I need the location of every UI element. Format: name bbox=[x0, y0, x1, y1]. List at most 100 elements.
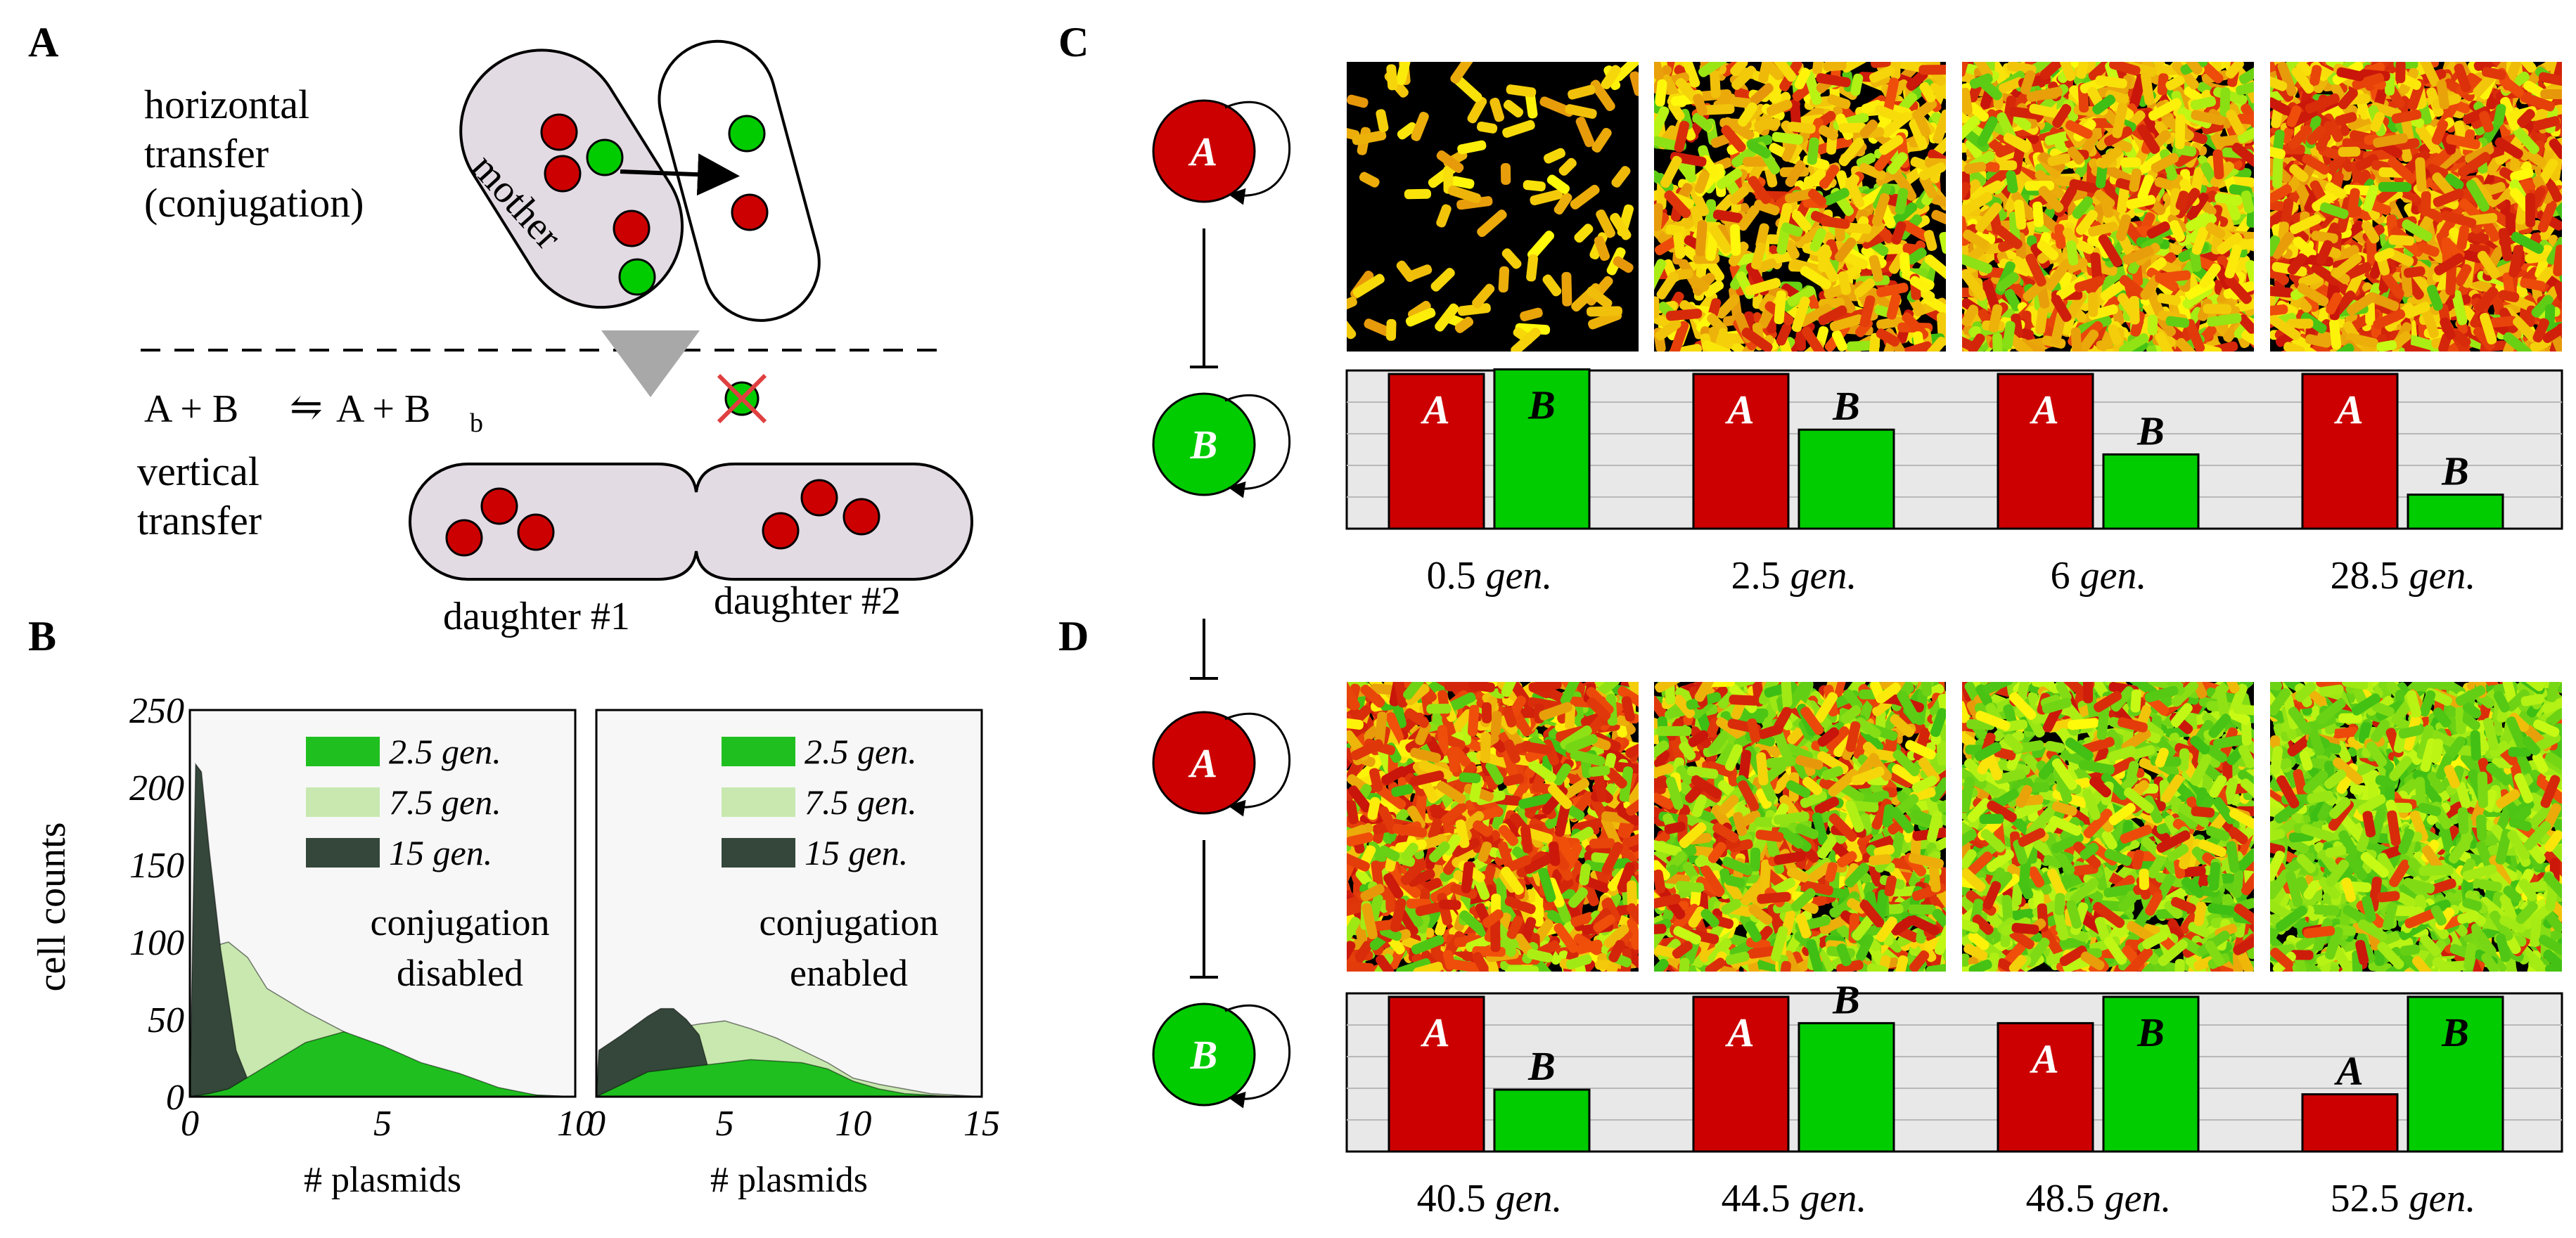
plasmid-a bbox=[480, 487, 518, 525]
transfer-arrow bbox=[620, 153, 740, 196]
generation-label: 28.5 gen. bbox=[2331, 554, 2476, 598]
bar-a bbox=[2301, 373, 2399, 530]
circuit-node bbox=[1152, 711, 1256, 815]
bar-label-b: B bbox=[1527, 1043, 1556, 1089]
annotation-line1: conjugation bbox=[371, 901, 550, 943]
bar-label-a: A bbox=[1421, 387, 1450, 432]
horizontal-transfer-line1: horizontal bbox=[144, 82, 309, 127]
daughter-2-label: daughter #2 bbox=[714, 579, 901, 623]
legend-swatch bbox=[306, 737, 380, 766]
bar-label-a: A bbox=[2334, 387, 2364, 432]
plot-frame bbox=[595, 709, 983, 1098]
plasmid-a bbox=[613, 209, 651, 247]
plasmid-a bbox=[800, 479, 838, 517]
legend-label: 2.5 gen. bbox=[805, 732, 917, 771]
bar-label-b: B bbox=[2136, 408, 2165, 453]
reaction-right: A + B bbox=[336, 387, 430, 431]
plasmid-a bbox=[540, 113, 578, 151]
population-snapshot bbox=[2270, 62, 2562, 352]
vertical-transfer-line2: transfer bbox=[137, 498, 262, 543]
x-axis-label: # plasmids bbox=[710, 1160, 868, 1200]
circuit-node bbox=[1152, 1002, 1256, 1107]
x-tick-label: 15 bbox=[963, 1104, 1000, 1144]
bar-a bbox=[1997, 1021, 2094, 1153]
bar-a bbox=[1388, 373, 1485, 530]
x-tick-label: 10 bbox=[557, 1104, 594, 1144]
bar-a bbox=[1388, 995, 1485, 1153]
bar-b bbox=[1798, 428, 1895, 530]
x-tick-label: 5 bbox=[373, 1104, 392, 1144]
plot-frame bbox=[188, 709, 577, 1098]
snapshots-c bbox=[1347, 62, 2562, 352]
bar-label-b: B bbox=[2136, 1010, 2165, 1055]
reaction-subscript: b bbox=[470, 408, 483, 438]
legend-label: 15 gen. bbox=[389, 833, 492, 872]
panel-b-label: B bbox=[28, 613, 56, 659]
circuit-node-label: B bbox=[1190, 1032, 1218, 1078]
legend-swatch bbox=[722, 787, 795, 817]
x-axis-label: # plasmids bbox=[304, 1160, 461, 1200]
plasmid-a bbox=[445, 519, 483, 557]
bar-b bbox=[1798, 1021, 1895, 1153]
panel-d-label: D bbox=[1058, 613, 1089, 659]
bar-b bbox=[1493, 1088, 1591, 1153]
x-tick-label: 5 bbox=[716, 1104, 734, 1144]
bar-b bbox=[1493, 368, 1591, 530]
y-tick-label: 150 bbox=[129, 846, 184, 886]
bar-label-b: B bbox=[1527, 382, 1556, 427]
population-snapshot bbox=[1962, 682, 2254, 972]
circuit-node-label: B bbox=[1190, 422, 1218, 468]
x-tick-label: 0 bbox=[587, 1104, 605, 1144]
cross-icon bbox=[717, 373, 767, 424]
y-tick-label: 0 bbox=[166, 1078, 184, 1118]
self-activation-arrow bbox=[1224, 394, 1291, 498]
generation-label: 0.5 gen. bbox=[1427, 554, 1553, 598]
plasmid-a bbox=[731, 193, 769, 231]
legend-swatch bbox=[722, 737, 795, 766]
daughter-1-label: daughter #1 bbox=[443, 595, 630, 638]
panel-a-label: A bbox=[28, 19, 58, 65]
division-triangle bbox=[601, 330, 700, 397]
area-series bbox=[189, 1031, 576, 1097]
self-activation-arrow bbox=[1224, 712, 1291, 817]
snapshots-d bbox=[1347, 682, 2562, 972]
legend-swatch bbox=[306, 787, 380, 817]
circuit-node bbox=[1152, 99, 1256, 203]
b-ylabel: cell counts bbox=[30, 822, 74, 991]
y-tick-label: 200 bbox=[129, 768, 184, 808]
circuit-node bbox=[1152, 392, 1256, 496]
plasmid-b bbox=[728, 115, 766, 153]
self-activation-arrow bbox=[1224, 1004, 1291, 1109]
population-snapshot bbox=[2270, 682, 2562, 972]
horizontal-transfer-line2: transfer bbox=[144, 131, 269, 176]
panel-a: A horizontal transfer (conjugation) moth… bbox=[28, 19, 973, 638]
population-snapshot bbox=[1654, 62, 1946, 352]
legend-label: 7.5 gen. bbox=[805, 782, 917, 822]
population-snapshot bbox=[1962, 62, 2254, 352]
bar-a bbox=[2301, 1093, 2399, 1153]
bar-label-a: A bbox=[1725, 387, 1755, 432]
population-snapshot bbox=[1654, 682, 1946, 972]
bar-b bbox=[2407, 494, 2504, 530]
bar-a bbox=[1997, 373, 2094, 530]
bar-label-b: B bbox=[1832, 976, 1860, 1022]
bar-b bbox=[2102, 453, 2200, 530]
bar-label-b: B bbox=[2441, 449, 2469, 494]
legend-label: 7.5 gen. bbox=[389, 782, 501, 822]
vertical-transfer-line1: vertical bbox=[137, 449, 259, 494]
x-tick-label: 0 bbox=[181, 1104, 199, 1144]
bar-label-a: A bbox=[2030, 387, 2059, 432]
plasmid-b bbox=[586, 138, 624, 176]
bar-b bbox=[2407, 995, 2504, 1153]
circuit-d: AB bbox=[1152, 711, 1291, 1109]
bar-a bbox=[1692, 373, 1790, 530]
bar-b bbox=[2102, 995, 2200, 1153]
annotation-line1: conjugation bbox=[760, 901, 939, 943]
